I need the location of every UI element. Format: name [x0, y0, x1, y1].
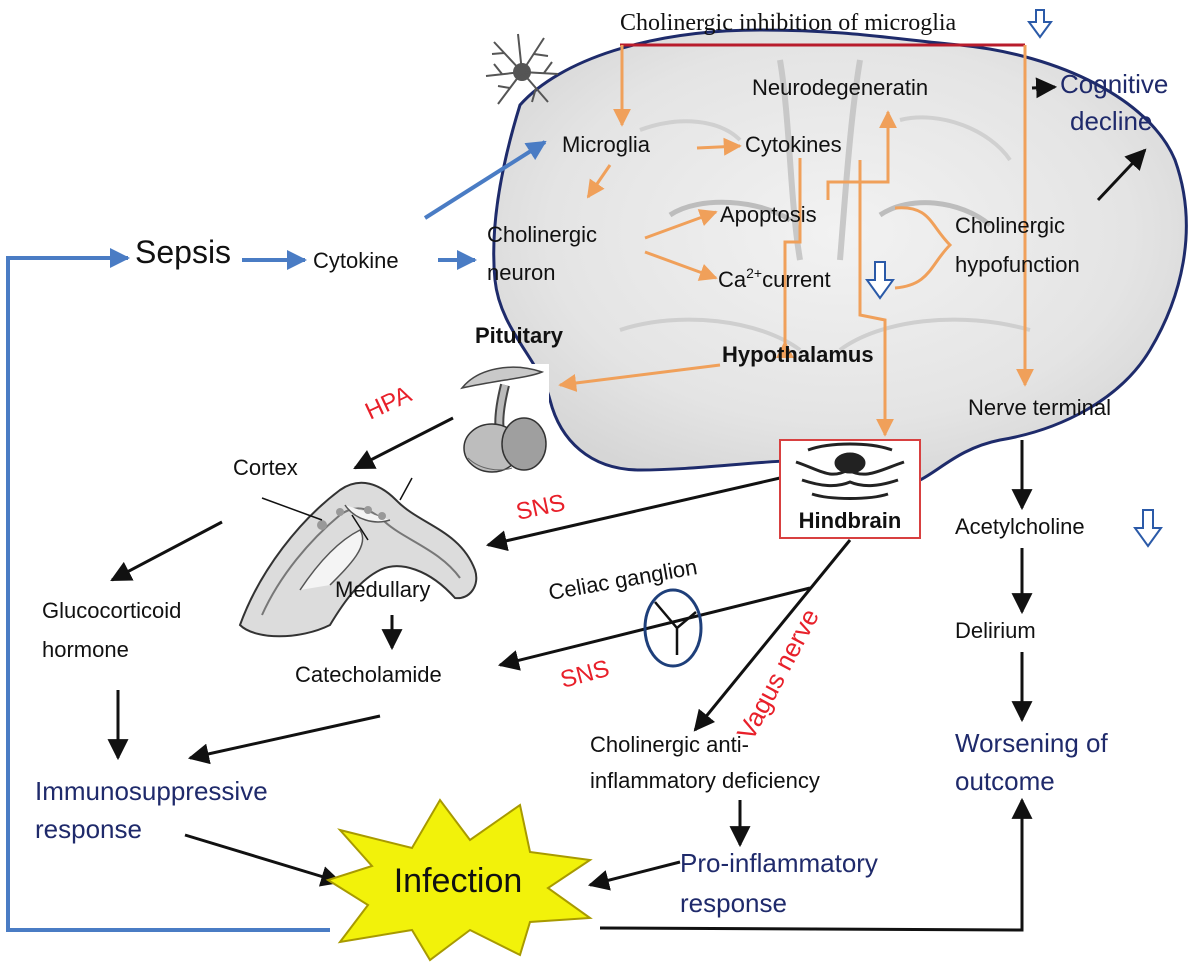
vagus-nerve-label: Vagus nerve	[731, 604, 825, 745]
glucocorticoid-label-line2: hormone	[42, 637, 129, 662]
hindbrain-label: Hindbrain	[799, 508, 902, 533]
worsening-outcome-label-line1: Worsening of	[955, 728, 1108, 758]
blue-pathway-arrows	[6, 140, 547, 932]
celiac-ganglion-icon	[643, 588, 703, 668]
worsening-outcome-label-line2: outcome	[955, 766, 1055, 796]
cholinergic-neuron-label-line2: neuron	[487, 260, 556, 285]
hpa-label: HPA	[361, 381, 416, 426]
down-outline-arrow-icon	[865, 261, 895, 300]
celiac-ganglion-label: Celiac ganglion	[547, 554, 699, 605]
cholinergic-anti-inflammatory-label-line2: inflammatory deficiency	[590, 768, 820, 793]
cholinergic-inhibition-bracket	[613, 43, 1034, 387]
cholinergic-anti-inflammatory-label-line1: Cholinergic anti-	[590, 732, 749, 757]
infection-label: Infection	[394, 862, 523, 900]
pituitary-label: Pituitary	[475, 323, 564, 348]
down-outline-arrow-icon	[1133, 509, 1163, 548]
infection-burst	[325, 798, 593, 962]
cognitive-decline-label-line2: decline	[1070, 106, 1152, 136]
cytokines-label: Cytokines	[745, 132, 842, 157]
sepsis-label: Sepsis	[135, 234, 231, 270]
apoptosis-label: Apoptosis	[720, 202, 817, 227]
immunosuppressive-response-label-line1: Immunosuppressive	[35, 776, 268, 806]
sns-lower-label: SNS	[558, 655, 613, 694]
delirium-label: Delirium	[955, 618, 1036, 643]
medullary-label: Medullary	[335, 577, 430, 602]
brain-coronal-section-image	[492, 28, 1188, 482]
catecholamide-label: Catecholamide	[295, 662, 442, 687]
pro-inflammatory-response-label-line2: response	[680, 888, 787, 918]
microglia-cell-icon	[485, 33, 559, 105]
pituitary-gland-icon	[457, 364, 549, 476]
pro-inflammatory-response-label-line1: Pro-inflammatory	[680, 848, 878, 878]
hindbrain-section-icon	[795, 442, 905, 500]
neurodegeneratin-label: Neurodegeneratin	[752, 75, 928, 100]
orange-pathway-arrows	[558, 110, 953, 437]
black-pathway-arrows	[107, 77, 1147, 932]
microglia-label: Microglia	[562, 132, 651, 157]
adrenal-gland-icon	[238, 477, 478, 638]
cholinergic-inhibition-title: Cholinergic inhibition of microglia	[620, 10, 957, 36]
cholinergic-hypofunction-label-line1: Cholinergic	[955, 213, 1065, 238]
cortex-label: Cortex	[233, 455, 298, 480]
cognitive-decline-label-line1: Cognitive	[1060, 69, 1168, 99]
sns-upper-label: SNS	[514, 489, 568, 526]
hindbrain-box: Hindbrain	[779, 439, 921, 539]
cholinergic-hypofunction-label-line2: hypofunction	[955, 252, 1080, 277]
glucocorticoid-label-line1: Glucocorticoid	[42, 598, 181, 623]
down-outline-arrow-icon	[1027, 9, 1053, 39]
ca-current-label: Ca2+current	[718, 265, 831, 292]
cytokine-label: Cytokine	[313, 248, 399, 273]
hypothalamus-label: Hypothalamus	[722, 342, 874, 367]
nerve-terminal-label: Nerve terminal	[968, 395, 1111, 420]
acetylcholine-label: Acetylcholine	[955, 514, 1085, 539]
immunosuppressive-response-label-line2: response	[35, 814, 142, 844]
cholinergic-neuron-label-line1: Cholinergic	[487, 222, 597, 247]
